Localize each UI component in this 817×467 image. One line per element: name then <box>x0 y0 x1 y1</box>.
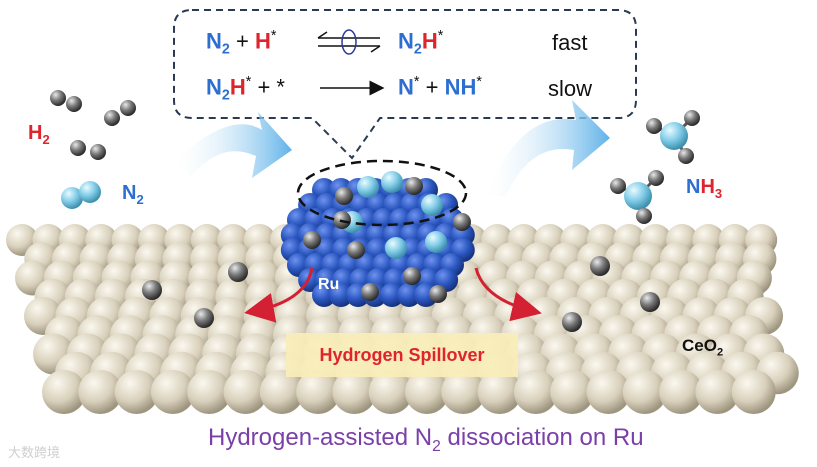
cerium-atom <box>513 370 558 414</box>
cerium-atom <box>42 370 86 414</box>
hydrogen-atom <box>70 140 86 156</box>
ru-cluster <box>280 171 475 307</box>
reaction-callout-box <box>173 9 637 160</box>
nitrogen-atom <box>385 237 407 259</box>
cerium-atom <box>405 370 449 414</box>
hydrogen-atom <box>50 90 66 106</box>
hydrogen-atom <box>66 96 82 112</box>
hydrogen-atom <box>646 118 662 134</box>
cerium-atom <box>223 370 268 414</box>
ru-atom <box>329 283 353 307</box>
reaction-1-rate: fast <box>552 30 588 55</box>
spillover-arrow-right <box>474 267 542 322</box>
reaction-2-lhs: N2H* + * <box>206 74 285 104</box>
outgoing-arrow <box>486 100 610 196</box>
hydrogen-atom <box>636 208 652 224</box>
gas-molecules <box>50 90 700 224</box>
incoming-arrow <box>176 112 292 178</box>
hydrogen-atom <box>228 262 248 282</box>
cerium-atom <box>259 370 304 414</box>
hydrogen-atom <box>453 213 471 231</box>
cerium-atom <box>332 370 377 414</box>
hydrogen-atom <box>640 292 660 312</box>
hydrogen-atom <box>562 312 582 332</box>
hydrogen-atom <box>142 280 162 300</box>
cerium-atom <box>731 370 776 414</box>
hydrogen-atom <box>403 267 421 285</box>
cluster-highlight-ellipse <box>296 159 468 227</box>
hydrogen-spillover-label: Hydrogen Spillover <box>286 333 518 377</box>
equilibrium-arrow <box>317 29 381 55</box>
hydrogen-atom <box>120 100 136 116</box>
ru-label: Ru <box>318 276 340 293</box>
nitrogen-atom <box>425 231 447 253</box>
reaction-1-lhs: N2 + H* <box>206 28 277 58</box>
hydrogen-atom <box>405 177 423 195</box>
cerium-atom <box>78 370 123 414</box>
nitrogen-atom <box>357 176 379 198</box>
nitrogen-atom <box>660 122 688 150</box>
cerium-atom <box>695 370 740 414</box>
nitrogen-atom <box>624 182 652 210</box>
h2-label: H2 <box>28 122 50 147</box>
ceo2-label: CeO2 <box>682 336 724 359</box>
reaction-2-rhs: N* + NH* <box>398 74 482 100</box>
hydrogen-atom <box>429 285 447 303</box>
ru-atom <box>397 283 421 307</box>
reaction-2-rate: slow <box>548 76 593 101</box>
nitrogen-atom <box>421 194 443 216</box>
reaction-1-rhs: N2H* <box>398 28 444 58</box>
figure-caption: Hydrogen-assisted N2 dissociation on Ru <box>208 424 644 455</box>
cerium-atom <box>150 370 195 414</box>
hydrogen-atom <box>590 256 610 276</box>
cerium-atom <box>622 370 667 414</box>
cerium-atom <box>550 370 595 414</box>
hydrogen-atom <box>194 308 214 328</box>
cerium-atom <box>659 370 704 414</box>
hydrogen-atom <box>678 148 694 164</box>
cerium-atom <box>296 370 341 414</box>
hydrogen-atom <box>648 170 664 186</box>
nitrogen-atom <box>61 187 83 209</box>
watermark: 大数跨境 <box>8 445 61 460</box>
n2-label: N2 <box>122 182 144 207</box>
nitrogen-atom <box>79 181 101 203</box>
ru-atom <box>312 283 336 307</box>
hydrogen-atom <box>335 187 353 205</box>
hydrogen-atom <box>684 110 700 126</box>
hydrogen-atom <box>303 231 321 249</box>
cerium-atom <box>187 370 232 414</box>
cerium-atom <box>477 370 522 414</box>
nh3-label: NH3 <box>686 176 723 201</box>
nitrogen-atom <box>381 171 403 193</box>
hydrogen-atom <box>610 178 626 194</box>
hydrogen-atom <box>361 283 379 301</box>
spillover-arrow-left <box>244 267 314 323</box>
cerium-atom <box>368 370 413 414</box>
hydrogen-atom <box>104 110 120 126</box>
ru-atom <box>380 283 404 307</box>
cerium-atom <box>586 370 631 414</box>
hydrogen-atom <box>90 144 106 160</box>
hydrogen-atom <box>347 241 365 259</box>
cerium-atom <box>114 370 159 414</box>
cerium-atom <box>441 370 486 414</box>
